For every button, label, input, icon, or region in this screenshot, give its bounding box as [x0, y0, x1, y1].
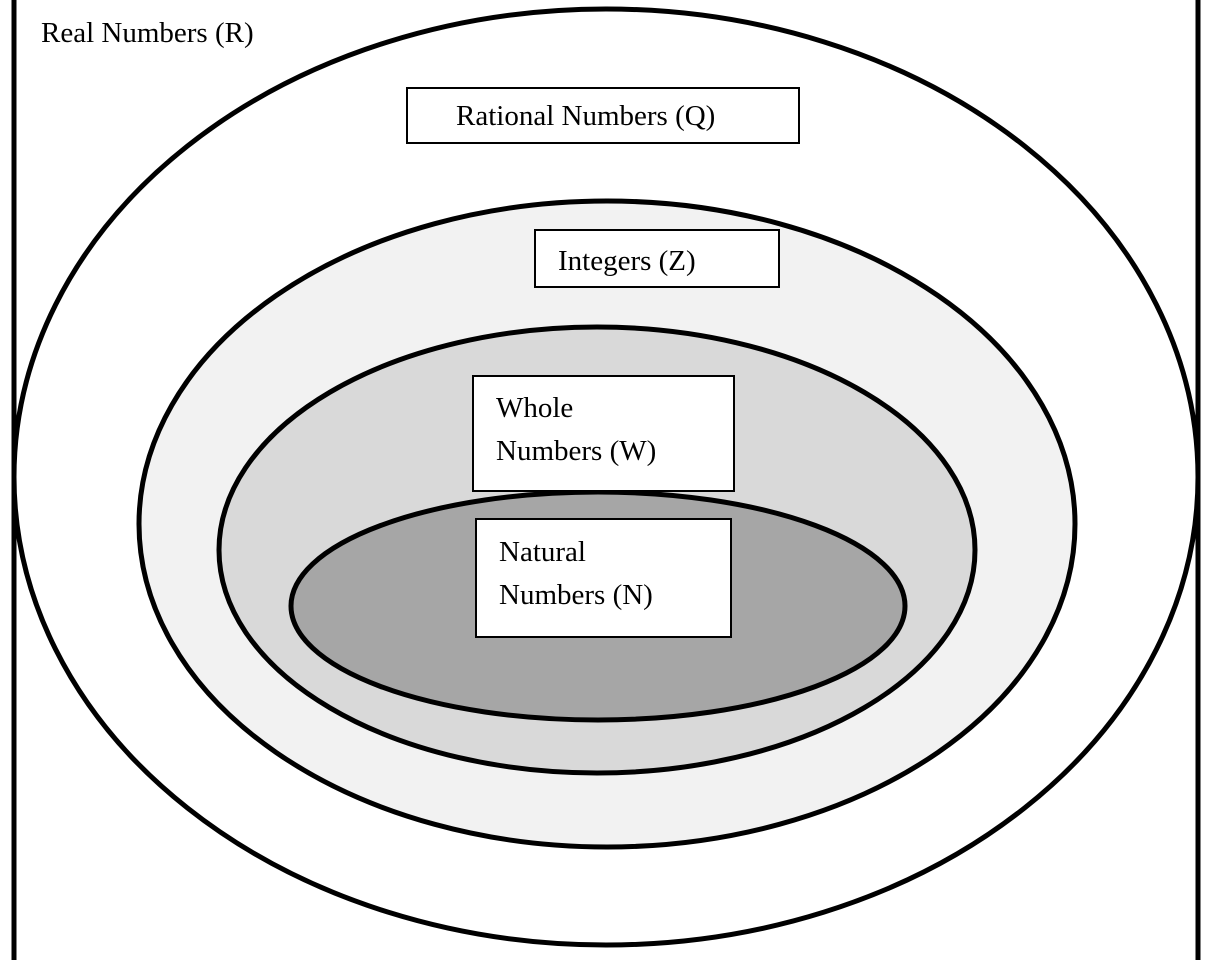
natural-numbers-label-line2: Numbers (N): [499, 579, 653, 611]
natural-numbers-label-box: Natural Numbers (N): [475, 518, 732, 638]
natural-numbers-label-line1: Natural: [499, 536, 586, 568]
integers-label: Integers (Z): [558, 245, 696, 277]
rational-numbers-label-box: Rational Numbers (Q): [406, 87, 800, 144]
rational-numbers-label: Rational Numbers (Q): [456, 100, 716, 132]
integers-label-box: Integers (Z): [534, 229, 780, 288]
whole-numbers-label-line2: Numbers (W): [496, 435, 657, 467]
whole-numbers-label-line1: Whole: [496, 392, 574, 424]
whole-numbers-label-box: Whole Numbers (W): [472, 375, 735, 492]
real-numbers-label: Real Numbers (R): [41, 17, 254, 49]
